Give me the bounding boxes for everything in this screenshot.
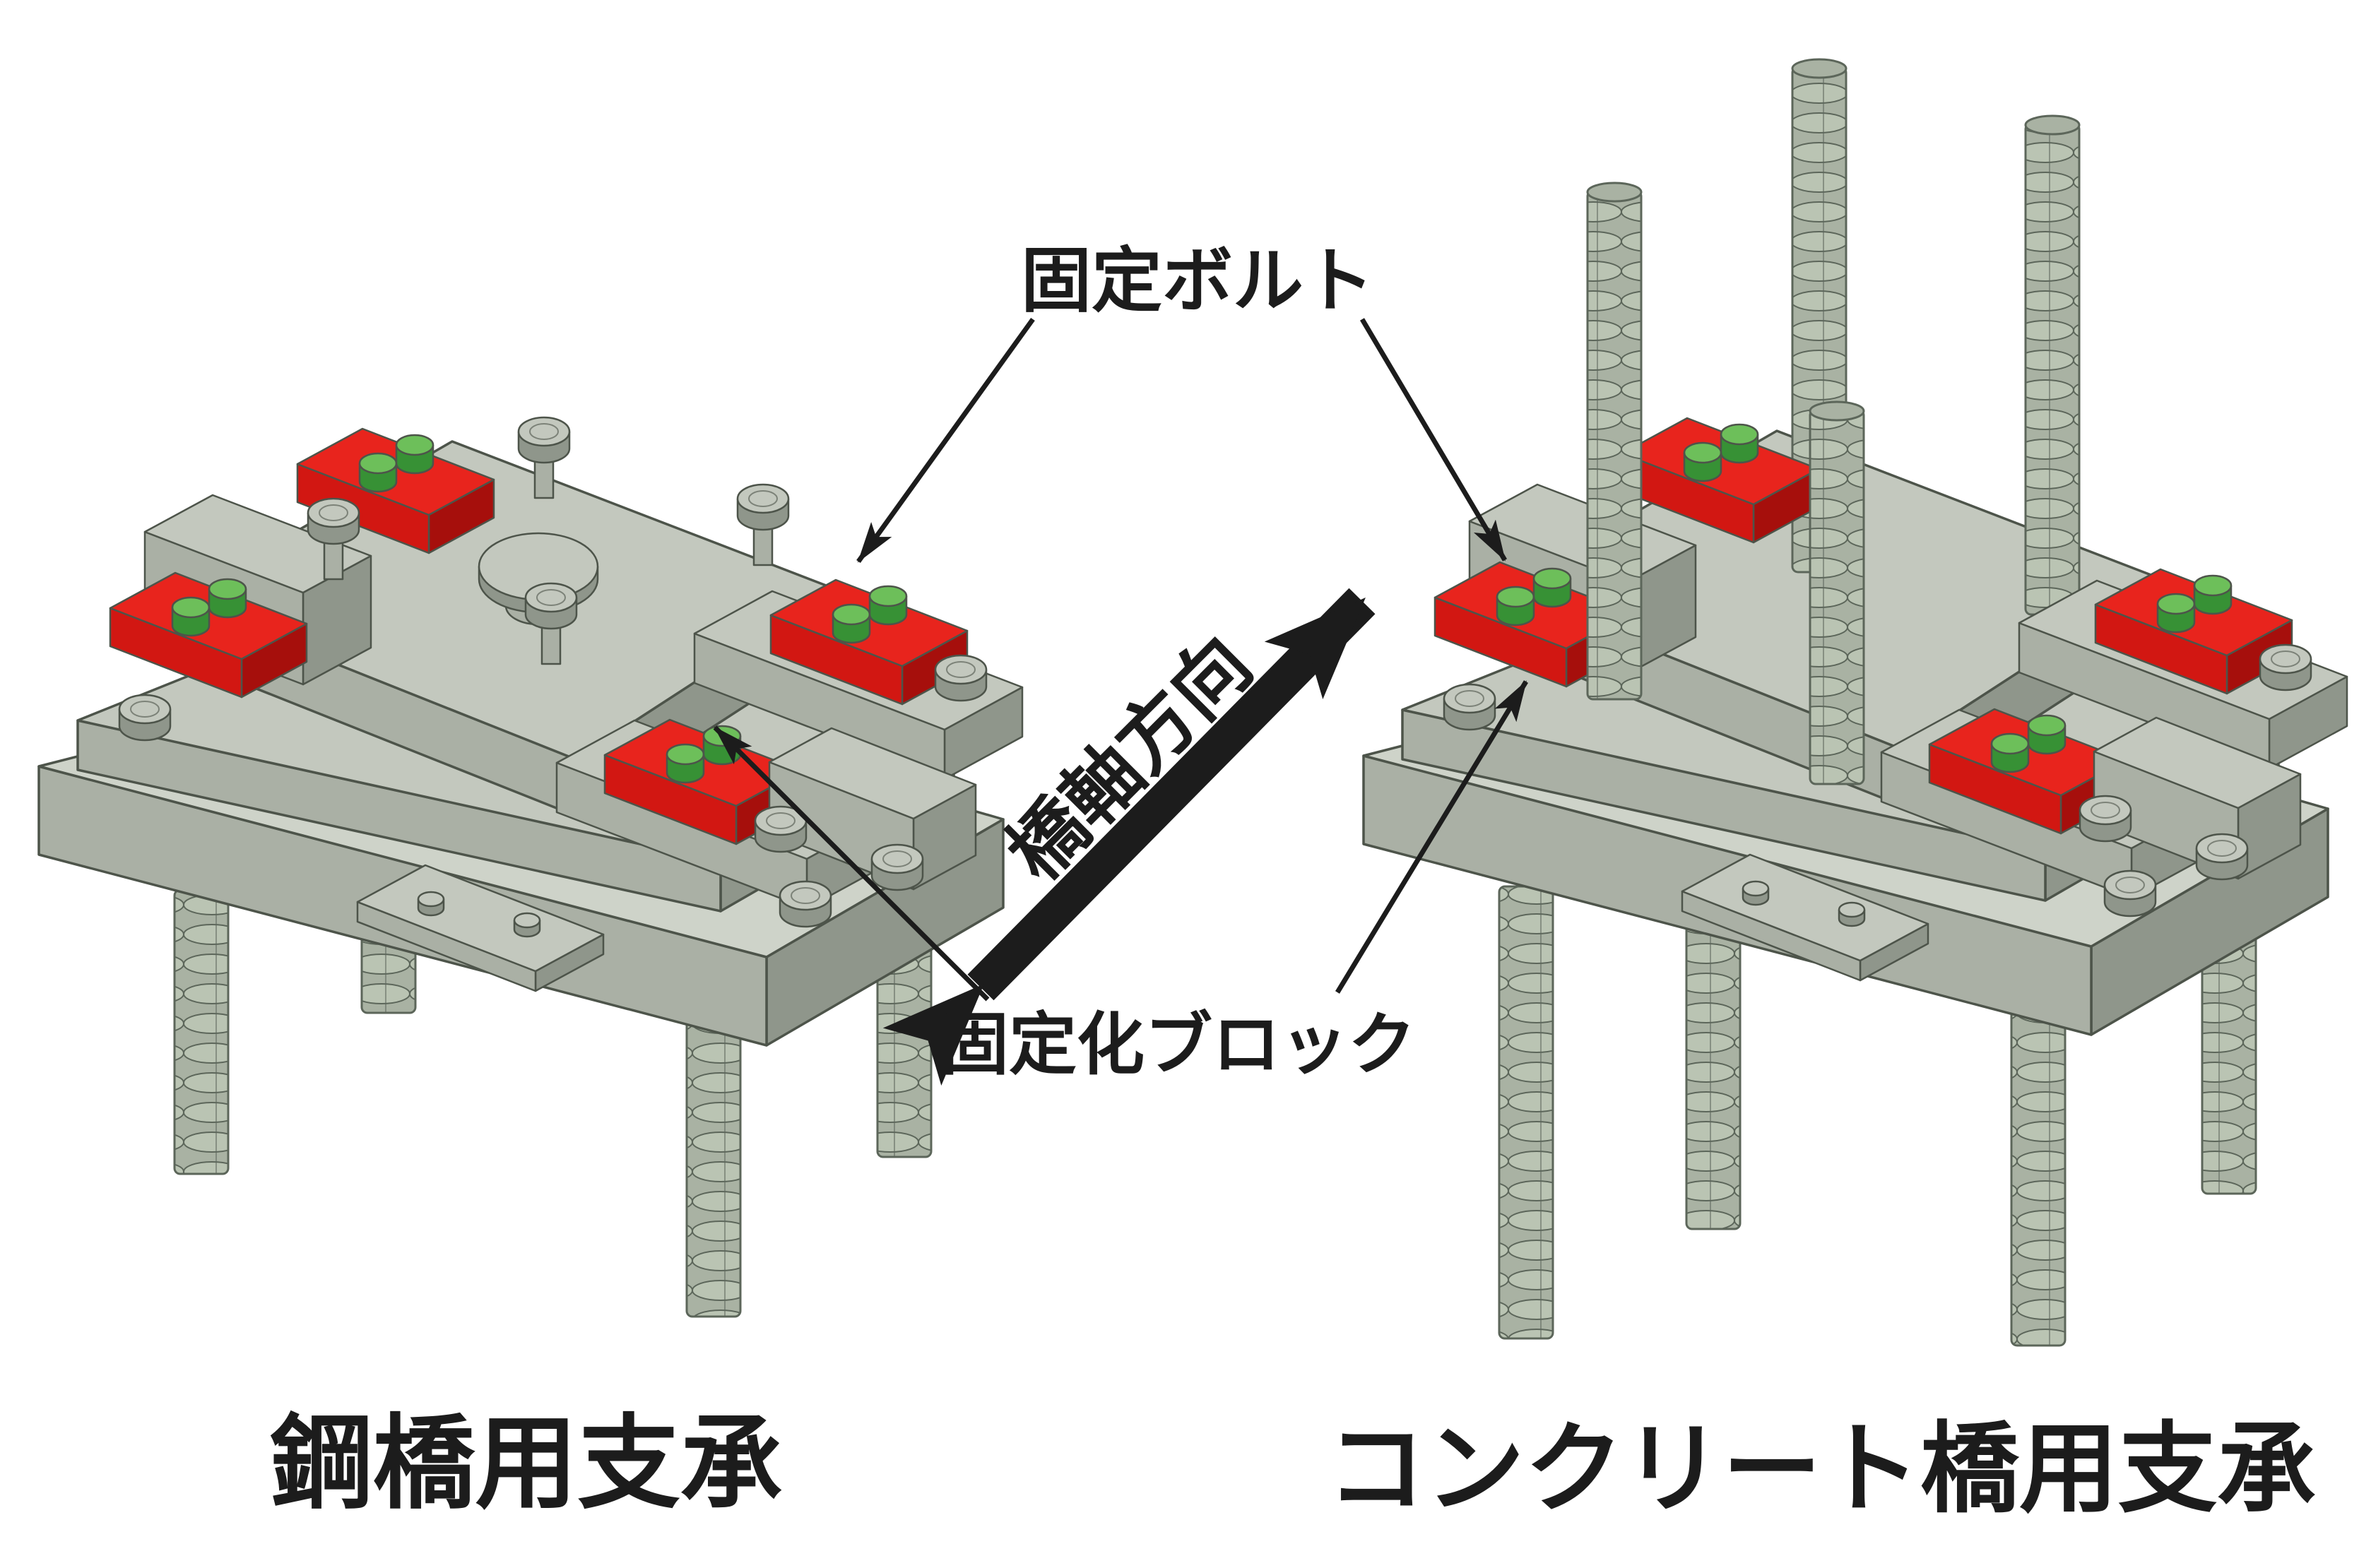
anchor-rebar-top	[1586, 182, 1643, 701]
concrete-bridge-bearing	[1362, 58, 2348, 1347]
bridge-axis-double-arrow-icon	[882, 588, 1376, 1086]
rebar-leg	[685, 1002, 742, 1318]
fixing-bolt-arrow-left	[856, 317, 1035, 564]
fixing-block-arrow-right	[1335, 680, 1528, 994]
fixing-bolt-arrow-right	[1359, 318, 1508, 562]
steel-bridge-caption: 鋼橋用支承	[271, 1404, 783, 1524]
anchor-rebar-top	[2024, 114, 2081, 616]
rebar-leg	[1498, 885, 1554, 1340]
fixing-bolt-label: 固定ボルト	[1021, 239, 1374, 322]
anchor-rebar-top	[1809, 400, 1865, 785]
rebar-leg	[173, 889, 230, 1175]
rebar-leg	[1685, 906, 1742, 1230]
concrete-bridge-caption: コンクリート橋用支承	[1327, 1412, 2316, 1527]
fixing-block-label: 固定化ブロック	[941, 1005, 1416, 1084]
rebar-leg	[2010, 991, 2067, 1347]
steel-bridge-bearing	[37, 417, 1024, 1318]
